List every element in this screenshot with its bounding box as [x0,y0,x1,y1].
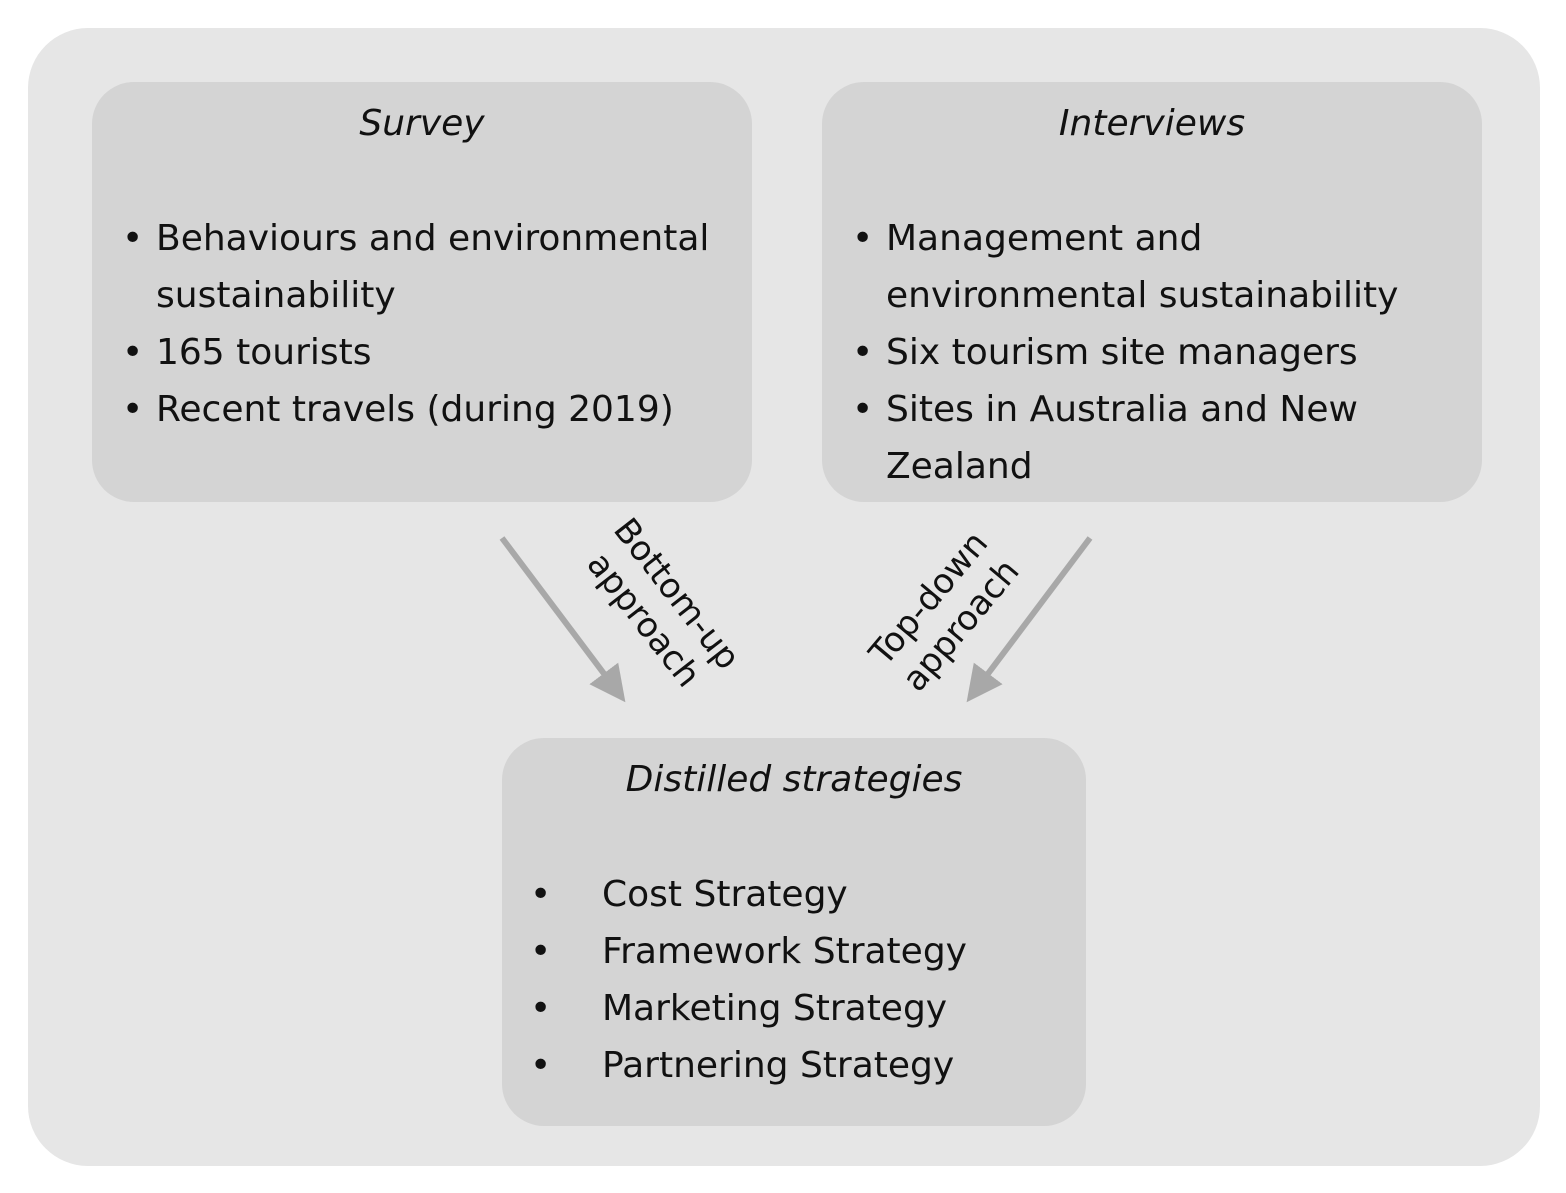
bullet-dot: • [852,389,874,430]
bullet-dot: • [122,389,144,430]
survey-bullet-text: Recent travels (during 2019) [156,389,674,430]
bullet-dot: • [852,218,874,259]
interviews-bullet-text: Sites in Australia and New Zealand [886,389,1358,487]
strategy-item: • Framework Strategy [530,923,1072,980]
strategies-bullet-list: • Cost Strategy • Framework Strategy • Mark… [530,866,1072,1094]
distilled-strategies-box: Distilled strategies • Cost Strategy • Fra… [502,738,1086,1126]
interviews-bullet-text: Six tourism site managers [886,332,1358,373]
survey-bullet-list: • Behaviours and environmental sustainabi… [122,210,736,438]
interviews-bullet-item: • Management and environmental sustainabi… [852,210,1466,324]
interviews-box: Interviews • Management and environmental… [822,82,1482,502]
survey-bullet-item: • 165 tourists [122,324,736,381]
strategy-item: • Cost Strategy [530,866,1072,923]
interviews-bullet-text: Management and environmental sustainabil… [886,218,1399,316]
bullet-dot: • [530,988,552,1029]
survey-bullet-text: 165 tourists [156,332,372,373]
survey-title: Survey [359,103,485,144]
strategy-item: • Marketing Strategy [530,980,1072,1037]
bullet-dot: • [530,931,552,972]
bullet-dot: • [852,332,874,373]
interviews-bullet-item: • Sites in Australia and New Zealand [852,381,1466,495]
bullet-dot: • [122,218,144,259]
survey-bullet-text: Behaviours and environmental sustainabil… [156,218,710,316]
top-down-arrow [966,536,1093,703]
interviews-title: Interviews [1058,103,1246,144]
strategy-text: Marketing Strategy [602,988,948,1029]
strategy-text: Partnering Strategy [602,1045,955,1086]
bottom-up-arrow [499,536,626,703]
strategy-text: Framework Strategy [602,931,967,972]
interviews-bullet-list: • Management and environmental sustainabi… [852,210,1466,495]
strategy-item: • Partnering Strategy [530,1037,1072,1094]
strategies-title: Distilled strategies [625,759,963,800]
bullet-dot: • [530,874,552,915]
survey-bullet-item: • Behaviours and environmental sustainabi… [122,210,736,324]
survey-bullet-item: • Recent travels (during 2019) [122,381,736,438]
bullet-dot: • [122,332,144,373]
strategy-text: Cost Strategy [602,874,848,915]
bullet-dot: • [530,1045,552,1086]
interviews-bullet-item: • Six tourism site managers [852,324,1466,381]
survey-box: Survey • Behaviours and environmental sus… [92,82,752,502]
